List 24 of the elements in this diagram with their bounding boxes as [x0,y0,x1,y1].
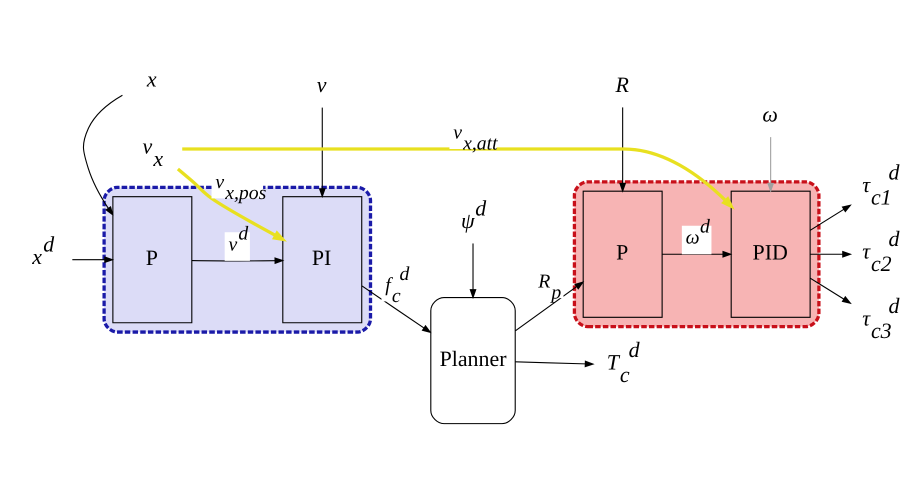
arrow [72,256,114,263]
arrow [182,146,735,210]
arrow [810,277,852,304]
node-text: R [616,71,629,96]
arrow [516,360,595,367]
node-text: v [316,71,327,96]
arrow [362,285,432,333]
node-text: ω [762,101,778,126]
arrow [318,107,326,198]
node-text: x [146,66,157,92]
arrow [515,280,584,331]
node-box: PI [282,196,362,323]
arrow [767,136,774,192]
arrow [470,242,476,299]
arrow [619,106,626,192]
node-box: P [582,190,663,318]
arrow [82,94,123,216]
node-box: PID [730,190,811,318]
arrow [810,204,852,230]
arrow [192,256,284,264]
node-box: P [112,196,192,323]
node-box: Planner [430,296,516,424]
arrow [810,250,852,258]
arrow [662,250,732,258]
